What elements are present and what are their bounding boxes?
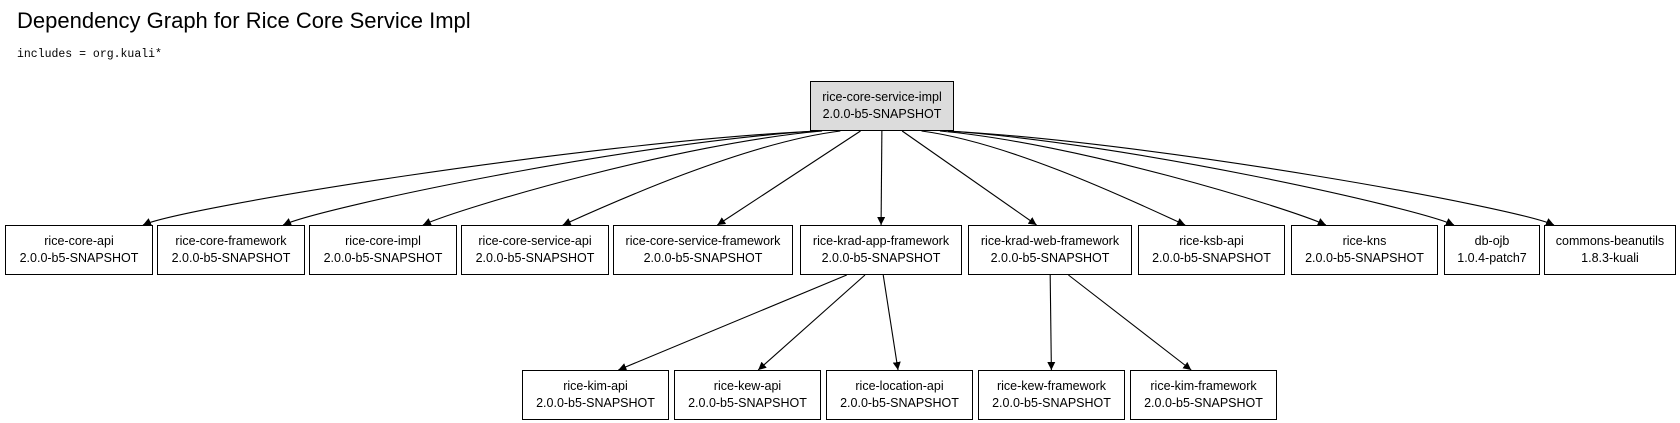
edge-c6-g1 xyxy=(618,274,847,371)
node-version: 1.8.3-kuali xyxy=(1581,251,1639,265)
node-rice-kew-framework[interactable]: rice-kew-framework 2.0.0-b5-SNAPSHOT xyxy=(978,370,1125,420)
edge-root-c7 xyxy=(901,130,1037,226)
node-version: 2.0.0-b5-SNAPSHOT xyxy=(990,251,1110,265)
edge-root-c6 xyxy=(877,130,886,226)
node-version: 2.0.0-b5-SNAPSHOT xyxy=(19,251,139,265)
edge-root-c2 xyxy=(282,130,817,226)
node-rice-core-impl[interactable]: rice-core-impl 2.0.0-b5-SNAPSHOT xyxy=(309,225,457,275)
edge-root-c5 xyxy=(717,130,861,226)
node-name: rice-ksb-api xyxy=(1179,234,1244,248)
edge-c6-g3 xyxy=(882,274,901,371)
node-rice-ksb-api[interactable]: rice-ksb-api 2.0.0-b5-SNAPSHOT xyxy=(1138,225,1285,275)
edge-c7-g5 xyxy=(1068,274,1192,371)
graph-title: Dependency Graph for Rice Core Service I… xyxy=(17,8,471,33)
node-version: 2.0.0-b5-SNAPSHOT xyxy=(475,251,595,265)
node-name: rice-core-impl xyxy=(345,234,421,248)
node-version: 2.0.0-b5-SNAPSHOT xyxy=(840,396,959,410)
node-version: 2.0.0-b5-SNAPSHOT xyxy=(688,396,807,410)
node-name: rice-krad-app-framework xyxy=(812,234,950,248)
node-name: rice-core-service-api xyxy=(478,234,592,248)
node-rice-core-service-impl[interactable]: rice-core-service-impl 2.0.0-b5-SNAPSHOT xyxy=(810,81,954,131)
node-rice-kim-api[interactable]: rice-kim-api 2.0.0-b5-SNAPSHOT xyxy=(522,370,669,420)
node-version: 2.0.0-b5-SNAPSHOT xyxy=(643,251,763,265)
node-version: 2.0.0-b5-SNAPSHOT xyxy=(1305,251,1424,265)
node-rice-kew-api[interactable]: rice-kew-api 2.0.0-b5-SNAPSHOT xyxy=(674,370,821,420)
edge-c6-g2 xyxy=(757,274,866,371)
node-version: 1.0.4-patch7 xyxy=(1457,251,1527,265)
node-name: rice-core-api xyxy=(44,234,114,248)
edge-root-c8 xyxy=(921,130,1186,226)
node-name: rice-kim-framework xyxy=(1150,379,1257,393)
node-version: 2.0.0-b5-SNAPSHOT xyxy=(171,251,291,265)
edge-root-c3 xyxy=(422,130,823,226)
node-rice-krad-web-framework[interactable]: rice-krad-web-framework 2.0.0-b5-SNAPSHO… xyxy=(968,225,1132,275)
edge-root-c4 xyxy=(562,130,841,226)
node-version: 2.0.0-b5-SNAPSHOT xyxy=(1152,251,1271,265)
node-name: rice-krad-web-framework xyxy=(980,234,1120,248)
edge-root-c9 xyxy=(939,130,1327,226)
node-rice-location-api[interactable]: rice-location-api 2.0.0-b5-SNAPSHOT xyxy=(826,370,973,420)
edge-root-c10 xyxy=(947,130,1455,226)
node-version: 2.0.0-b5-SNAPSHOT xyxy=(822,107,942,121)
node-name: rice-location-api xyxy=(855,379,944,393)
edge-root-c1 xyxy=(142,130,817,226)
node-rice-core-framework[interactable]: rice-core-framework 2.0.0-b5-SNAPSHOT xyxy=(157,225,305,275)
node-name: db-ojb xyxy=(1474,234,1510,248)
node-rice-core-service-framework[interactable]: rice-core-service-framework 2.0.0-b5-SNA… xyxy=(613,225,793,275)
node-commons-beanutils[interactable]: commons-beanutils 1.8.3-kuali xyxy=(1544,225,1676,275)
node-version: 2.0.0-b5-SNAPSHOT xyxy=(323,251,443,265)
node-db-ojb[interactable]: db-ojb 1.0.4-patch7 xyxy=(1444,225,1540,275)
edge-c7-g4 xyxy=(1047,274,1056,371)
node-version: 2.0.0-b5-SNAPSHOT xyxy=(1144,396,1263,410)
node-name: rice-kew-framework xyxy=(996,379,1107,393)
node-version: 2.0.0-b5-SNAPSHOT xyxy=(821,251,941,265)
node-rice-kim-framework[interactable]: rice-kim-framework 2.0.0-b5-SNAPSHOT xyxy=(1130,370,1277,420)
node-name: rice-kim-api xyxy=(563,379,628,393)
node-name: rice-kns xyxy=(1342,234,1387,248)
node-version: 2.0.0-b5-SNAPSHOT xyxy=(536,396,655,410)
node-name: commons-beanutils xyxy=(1555,234,1665,248)
node-name: rice-core-service-impl xyxy=(822,90,942,104)
node-rice-core-api[interactable]: rice-core-api 2.0.0-b5-SNAPSHOT xyxy=(5,225,153,275)
node-version: 2.0.0-b5-SNAPSHOT xyxy=(992,396,1111,410)
edge-root-c11 xyxy=(947,130,1555,226)
node-rice-kns[interactable]: rice-kns 2.0.0-b5-SNAPSHOT xyxy=(1291,225,1438,275)
node-name: rice-kew-api xyxy=(713,379,782,393)
node-name: rice-core-service-framework xyxy=(625,234,781,248)
node-name: rice-core-framework xyxy=(175,234,287,248)
graph-subtitle: includes = org.kuali* xyxy=(17,48,162,61)
node-rice-krad-app-framework[interactable]: rice-krad-app-framework 2.0.0-b5-SNAPSHO… xyxy=(800,225,962,275)
node-rice-core-service-api[interactable]: rice-core-service-api 2.0.0-b5-SNAPSHOT xyxy=(461,225,609,275)
